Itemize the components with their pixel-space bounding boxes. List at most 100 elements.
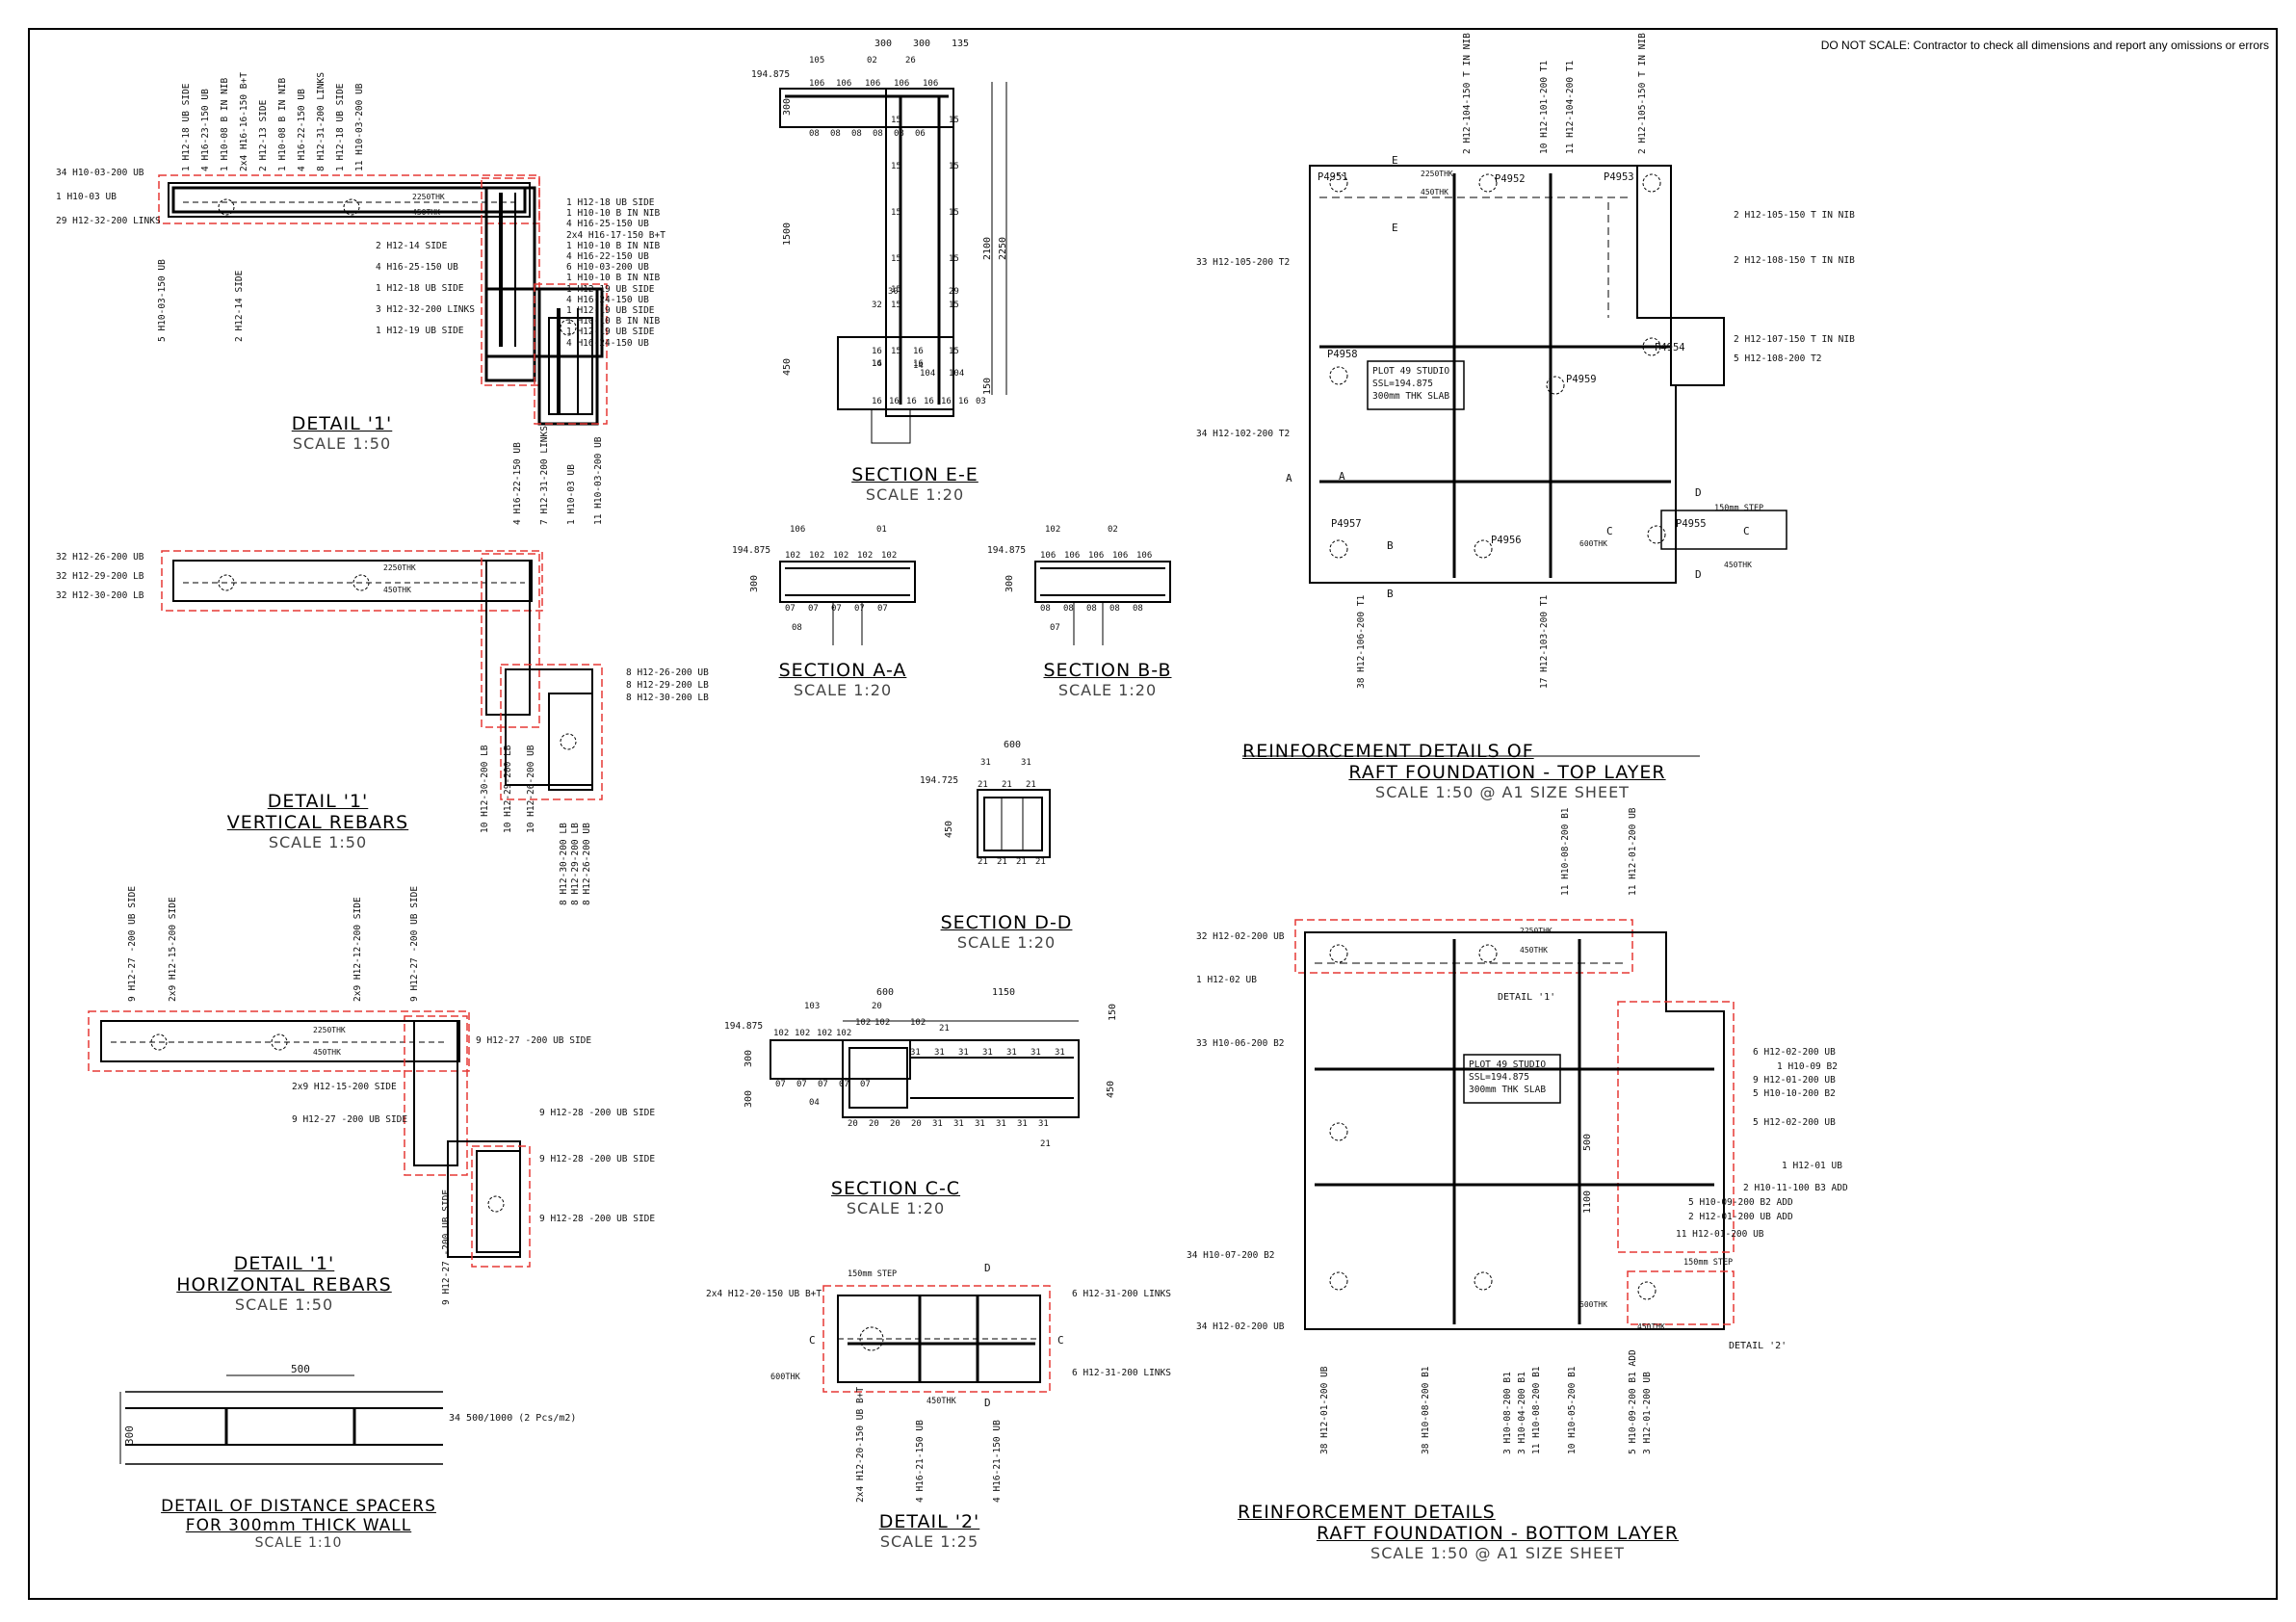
bar-mark: 07 <box>808 604 819 614</box>
bar-mark: 21 <box>1002 780 1012 790</box>
rebar-label: 1 H10-10 B IN NIB <box>566 240 661 251</box>
section-bb-scale: SCALE 1:20 <box>1057 680 1158 699</box>
rebar-label-vertical: 2 H12-105-150 T IN NIB <box>1637 33 1648 154</box>
rebar-label-vertical: 4 H16-21-150 UB <box>992 1420 1003 1503</box>
section-ee-scale: SCALE 1:20 <box>865 484 965 504</box>
section-ee-title: SECTION E-E <box>851 464 978 485</box>
rebar-label: 6 H10-03-200 UB <box>566 262 649 274</box>
bar-mark: 31 <box>958 1048 969 1058</box>
bar-mark: 07 <box>877 604 888 614</box>
dimension-label: 2100 <box>982 236 993 260</box>
rebar-label: 6 H12-31-200 LINKS <box>1072 1368 1171 1378</box>
detail2-title-block: DETAIL '2' SCALE 1:25 <box>833 1511 1026 1551</box>
thickness-label: 2250THK <box>313 1026 346 1034</box>
bar-mark: 15 <box>949 208 959 218</box>
plot-box-text: PLOT 49 STUDIO <box>1372 366 1450 377</box>
detail-callout: DETAIL '1' <box>1498 992 1556 1003</box>
rebar-label: 32 H12-30-200 LB <box>56 590 144 601</box>
bar-mark: 02 <box>1108 525 1118 535</box>
rebar-label: 1 H12-19 UB SIDE <box>566 305 655 316</box>
raft-top-title2: RAFT FOUNDATION - TOP LAYER <box>1348 761 1666 783</box>
bar-mark: 31 <box>910 1048 921 1058</box>
detail2-title: DETAIL '2' <box>878 1511 980 1532</box>
section-mark: D <box>1695 568 1702 581</box>
bar-mark: 15 <box>949 301 959 310</box>
rebar-label: 11 H12-01-200 UB <box>1676 1229 1764 1240</box>
dimension-label: 450 <box>782 357 793 376</box>
bar-mark: 102 <box>910 1018 926 1028</box>
rebar-label: 4 H16-25-150 UB <box>376 262 458 273</box>
sheet-border <box>28 28 2278 1600</box>
rebar-label: 4 H16-22-150 UB <box>566 251 649 262</box>
bar-mark: 16 <box>958 397 969 406</box>
bar-mark: 31 <box>982 1048 993 1058</box>
bar-mark: 08 <box>830 129 841 139</box>
bar-mark: 07 <box>775 1080 786 1089</box>
detail1-vertical-scale: SCALE 1:50 <box>268 832 368 851</box>
bar-mark: 102 <box>855 1018 872 1028</box>
section-cc-title-block: SECTION C-C SCALE 1:20 <box>799 1178 992 1217</box>
rebar-label-vertical: 2x9 H12-15-200 SIDE <box>168 897 178 1002</box>
rebar-label-vertical: 38 H12-106-200 T1 <box>1356 594 1367 689</box>
bar-mark: 07 <box>831 604 842 614</box>
section-mark: B <box>1387 588 1394 600</box>
rebar-label: 9 H12-27 -200 UB SIDE <box>476 1035 592 1046</box>
section-bb-drawing <box>1034 561 1171 645</box>
section-mark: C <box>809 1334 816 1347</box>
rebar-label: 4 H16-24-150 UB <box>566 294 649 305</box>
pile-label: P4959 <box>1566 374 1597 385</box>
rebar-label: 8 H12-29-200 LB <box>626 680 709 691</box>
bar-mark: 15 <box>891 254 901 264</box>
bar-mark: 31 <box>1055 1048 1065 1058</box>
bar-mark: 30 <box>888 287 899 297</box>
bar-mark: 15 <box>891 347 901 356</box>
bar-mark: 21 <box>997 857 1007 867</box>
rebar-label: 32 H12-26-200 UB <box>56 552 144 562</box>
rebar-label-vertical: 1 H12-18 UB SIDE <box>335 83 346 171</box>
bar-mark: 102 <box>795 1029 811 1038</box>
rebar-label: 4 H16-24-150 UB <box>566 337 649 349</box>
bar-mark: 21 <box>939 1024 950 1033</box>
bar-mark: 08 <box>1063 604 1074 614</box>
rebar-label-vertical: 10 H12-29-200 LB <box>503 745 513 833</box>
rebar-label: 2 H12-01-200 UB ADD <box>1688 1212 1793 1222</box>
bar-mark: 15 <box>891 116 901 125</box>
rebar-label-vertical: 17 H12-103-200 T1 <box>1539 594 1550 689</box>
section-aa-title: SECTION A-A <box>778 660 907 681</box>
pile-label: P4957 <box>1331 518 1362 530</box>
bar-mark: 07 <box>860 1080 871 1089</box>
bar-mark: 21 <box>978 857 988 867</box>
plot-box-text: 300mm THK SLAB <box>1469 1085 1547 1095</box>
section-mark: C <box>1606 525 1613 537</box>
bar-mark: 08 <box>1133 604 1143 614</box>
bar-mark: 106 <box>1136 551 1153 561</box>
bar-mark: 26 <box>905 56 916 65</box>
dimension-label: 450 <box>944 820 954 838</box>
bar-mark: 102 <box>785 551 801 561</box>
detail1-scale: SCALE 1:50 <box>292 433 392 453</box>
rebar-label-vertical: 3 H12-01-200 UB <box>1642 1372 1653 1454</box>
section-mark: D <box>984 1397 991 1409</box>
bar-mark: 16 <box>872 359 882 369</box>
dimension-label: 1150 <box>992 987 1016 998</box>
rebar-label: 33 H10-06-200 B2 <box>1196 1038 1285 1049</box>
rebar-label: 2 H10-11-100 B3 ADD <box>1743 1183 1848 1193</box>
rebar-label-vertical: 4 H16-22-150 UB <box>297 89 307 171</box>
bar-mark: 01 <box>876 525 887 535</box>
bar-mark: 15 <box>891 162 901 171</box>
thickness-label: 450THK <box>1520 946 1548 955</box>
rebar-label-vertical: 10 H12-101-200 T1 <box>1539 60 1550 154</box>
raft-bottom-scale: SCALE 1:50 @ A1 SIZE SHEET <box>1370 1543 1625 1562</box>
raft-top-scale: SCALE 1:50 @ A1 SIZE SHEET <box>1375 782 1630 801</box>
pile-label: P4956 <box>1491 535 1522 546</box>
bar-mark: 20 <box>911 1119 922 1129</box>
section-ee-drawing <box>779 82 1007 444</box>
thickness-label: 450THK <box>1421 188 1448 196</box>
dimension-label: 500 <box>291 1363 310 1375</box>
dimension-label: 300 <box>749 574 760 592</box>
dimension-label: 1500 <box>782 222 793 246</box>
section-mark: E <box>1392 222 1398 234</box>
detail1-vertical-title1: DETAIL '1' <box>267 791 369 812</box>
thickness-label: 600THK <box>1579 539 1607 548</box>
bar-mark: 16 <box>941 397 952 406</box>
